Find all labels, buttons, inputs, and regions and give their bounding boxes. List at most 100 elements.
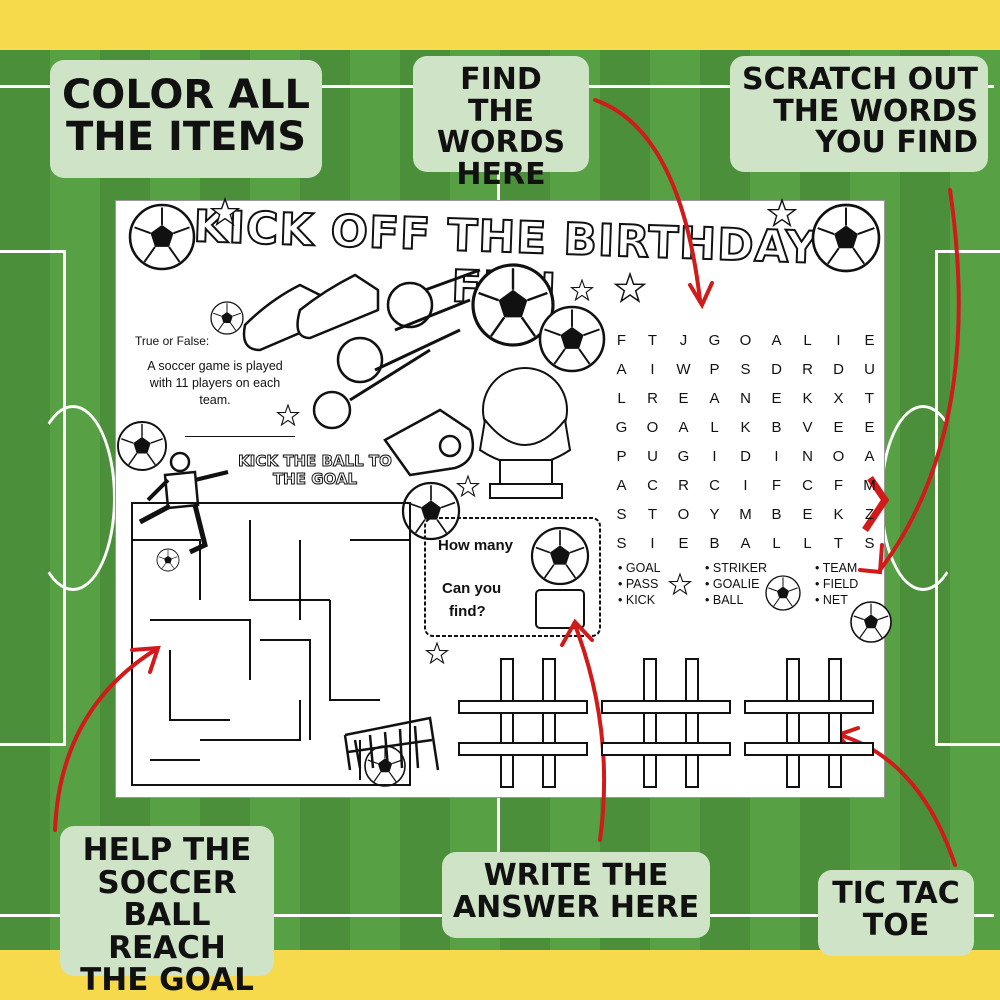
- true-false-label: True or False:: [135, 334, 210, 348]
- word-search-letter[interactable]: Y: [709, 506, 720, 523]
- word-search-letter[interactable]: S: [740, 361, 751, 378]
- word-search-letter[interactable]: A: [864, 448, 875, 465]
- maze: [131, 502, 411, 786]
- word-search-letter[interactable]: E: [864, 419, 875, 436]
- word-search-letter[interactable]: I: [650, 535, 655, 552]
- word-search-letter[interactable]: G: [708, 332, 721, 349]
- word-search-letter[interactable]: L: [710, 419, 719, 436]
- word-search-letter[interactable]: T: [647, 332, 658, 349]
- word-search-letter[interactable]: M: [863, 477, 876, 494]
- answer-box[interactable]: [535, 589, 585, 629]
- word-search-letter[interactable]: G: [677, 448, 690, 465]
- word-search-letter[interactable]: C: [709, 477, 720, 494]
- word-list-item: BALL: [705, 592, 767, 608]
- word-search-letter[interactable]: T: [833, 535, 844, 552]
- word-search-letter[interactable]: K: [833, 506, 844, 523]
- word-search-letter[interactable]: D: [771, 361, 782, 378]
- word-search-letter[interactable]: I: [650, 361, 655, 378]
- word-search-letter[interactable]: L: [617, 390, 626, 407]
- word-search-letter[interactable]: P: [709, 361, 720, 378]
- word-search-letter[interactable]: F: [771, 477, 782, 494]
- tic-tac-toe-board[interactable]: [458, 658, 588, 788]
- word-search-letter[interactable]: V: [802, 419, 813, 436]
- true-false-question: A soccer game is played with 11 players …: [147, 359, 283, 407]
- word-search-letter[interactable]: D: [740, 448, 751, 465]
- maze-label: KICK THE BALL TO THE GOAL: [238, 452, 393, 489]
- star-icon: [276, 404, 300, 426]
- word-search-letter[interactable]: A: [616, 361, 627, 378]
- word-search-letter[interactable]: C: [802, 477, 813, 494]
- callout-find: FIND THE WORDS HERE: [413, 56, 589, 190]
- word-search-letter[interactable]: A: [740, 535, 751, 552]
- word-list-item: FIELD: [815, 576, 858, 592]
- word-search-letter[interactable]: E: [864, 332, 875, 349]
- word-search-letter[interactable]: E: [678, 535, 689, 552]
- word-search-letter[interactable]: O: [677, 506, 690, 523]
- word-search-letter[interactable]: R: [678, 477, 689, 494]
- word-search-letter[interactable]: A: [709, 390, 720, 407]
- word-search-letter[interactable]: A: [771, 332, 782, 349]
- word-search-letter[interactable]: T: [647, 506, 658, 523]
- word-search-letter[interactable]: I: [743, 477, 748, 494]
- word-search-letter[interactable]: M: [739, 506, 752, 523]
- word-search-letter[interactable]: W: [676, 361, 691, 378]
- word-search-letter[interactable]: U: [864, 361, 875, 378]
- word-search-letter[interactable]: T: [864, 390, 875, 407]
- soccer-ball-icon: [157, 549, 179, 571]
- word-search-letter[interactable]: I: [774, 448, 779, 465]
- whistle-icon: [383, 408, 475, 477]
- soccer-ball-icon: [851, 602, 891, 642]
- word-search-letter[interactable]: K: [802, 390, 813, 407]
- word-search-letter[interactable]: B: [771, 419, 782, 436]
- star-icon: [768, 199, 796, 227]
- word-search-letter[interactable]: O: [646, 419, 659, 436]
- word-search-letter[interactable]: R: [647, 390, 658, 407]
- word-search-letter[interactable]: P: [616, 448, 627, 465]
- word-search-letter[interactable]: K: [740, 419, 751, 436]
- word-search-letter[interactable]: O: [739, 332, 752, 349]
- word-search-letter[interactable]: A: [616, 477, 627, 494]
- word-search-letter[interactable]: O: [832, 448, 845, 465]
- star-icon: [210, 198, 240, 226]
- word-search-letter[interactable]: D: [833, 361, 844, 378]
- word-search-letter[interactable]: E: [833, 419, 844, 436]
- word-list-item: PASS: [618, 576, 661, 592]
- word-search-letter[interactable]: E: [802, 506, 813, 523]
- count-box: [424, 517, 601, 637]
- callout-answer: WRITE THE ANSWER HERE: [442, 852, 710, 938]
- word-search-letter[interactable]: C: [647, 477, 658, 494]
- word-search-letter[interactable]: F: [833, 477, 844, 494]
- word-search-letter[interactable]: F: [616, 332, 627, 349]
- word-search-letter[interactable]: I: [712, 448, 717, 465]
- tic-tac-toe-board[interactable]: [601, 658, 731, 788]
- word-search-letter[interactable]: A: [678, 419, 689, 436]
- word-search-letter[interactable]: L: [803, 535, 812, 552]
- callout-maze: HELP THE SOCCER BALL REACH THE GOAL: [60, 826, 274, 996]
- tic-tac-toe-board[interactable]: [744, 658, 874, 788]
- word-search-letter[interactable]: B: [709, 535, 720, 552]
- word-search-letter[interactable]: L: [772, 535, 781, 552]
- callout-color: COLOR ALL THE ITEMS: [50, 60, 322, 178]
- soccer-ball-icon: [211, 302, 243, 334]
- word-search-letter[interactable]: J: [679, 332, 688, 349]
- word-search-letter[interactable]: G: [615, 419, 628, 436]
- trophy-icon: [478, 367, 572, 499]
- word-search-letter[interactable]: L: [803, 332, 812, 349]
- word-search-letter[interactable]: E: [771, 390, 782, 407]
- word-search-letter[interactable]: Z: [864, 506, 875, 523]
- word-search-letter[interactable]: E: [678, 390, 689, 407]
- word-search-letter[interactable]: N: [802, 448, 813, 465]
- tic-tac-toe-line: [685, 658, 699, 788]
- word-search-letter[interactable]: U: [647, 448, 658, 465]
- tic-tac-toe-line: [643, 658, 657, 788]
- word-search-letter[interactable]: S: [864, 535, 875, 552]
- word-search-letter[interactable]: I: [836, 332, 841, 349]
- star-icon: [425, 642, 449, 664]
- word-search-letter[interactable]: S: [616, 535, 627, 552]
- word-search-letter[interactable]: X: [833, 390, 844, 407]
- word-search-letter[interactable]: N: [740, 390, 751, 407]
- word-search-letter[interactable]: S: [616, 506, 627, 523]
- word-search-letter[interactable]: R: [802, 361, 813, 378]
- word-search-letter[interactable]: B: [771, 506, 782, 523]
